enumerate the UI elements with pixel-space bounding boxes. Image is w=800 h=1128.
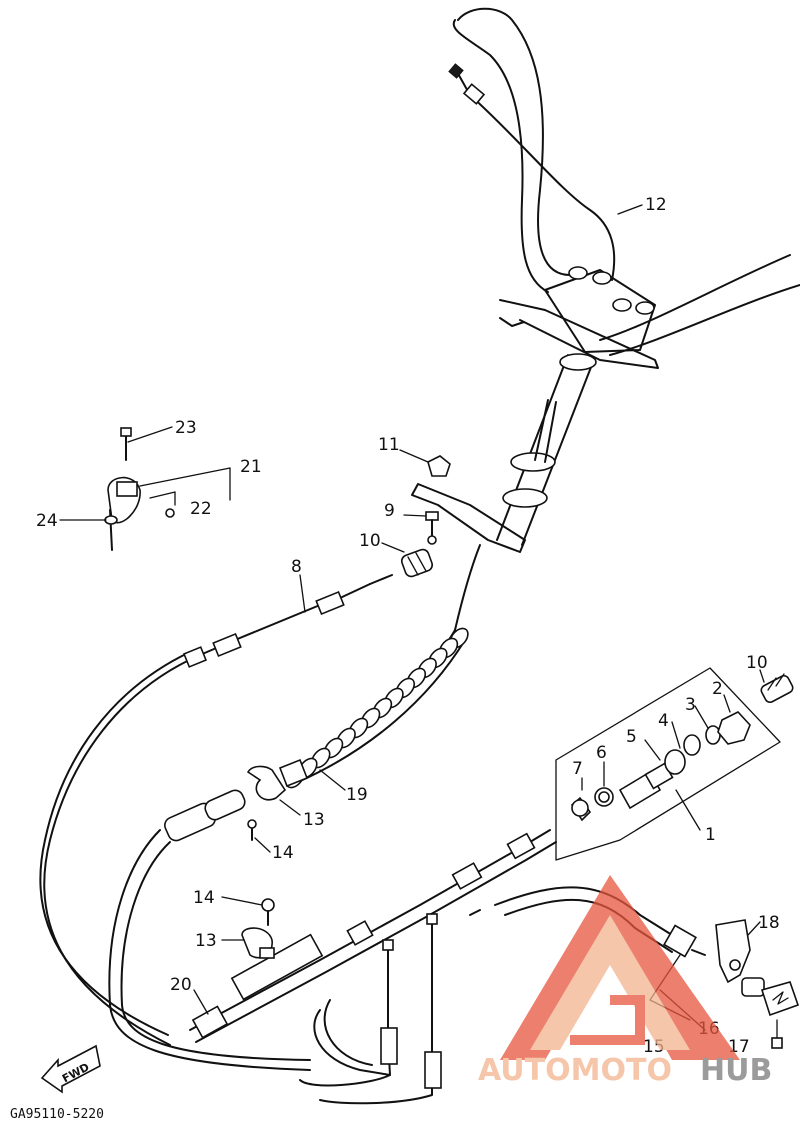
clamp-13-lower [221, 896, 275, 959]
callout-13: 13 [303, 810, 325, 830]
watermark-text-1: AUTOMOTO [478, 1053, 672, 1088]
callout-18: 18 [758, 913, 780, 933]
steering-column [496, 353, 597, 546]
callout-6: 6 [596, 743, 607, 763]
cable-clamp-assembly [59, 426, 231, 551]
callout-10-right: 10 [746, 653, 768, 673]
callout-21: 21 [240, 457, 262, 477]
callout-20: 20 [170, 975, 192, 995]
cable-8 [39, 574, 393, 1046]
callout-24: 24 [36, 511, 58, 531]
callout-2: 2 [712, 679, 723, 699]
bracket-assembly [399, 449, 526, 553]
adjuster-10 [381, 542, 434, 578]
callout-4: 4 [658, 711, 669, 731]
callout-5: 5 [626, 727, 637, 747]
callout-23: 23 [175, 418, 197, 438]
callout-8: 8 [291, 557, 302, 577]
callout-11: 11 [378, 435, 400, 455]
cable-20 [189, 829, 557, 1043]
callout-10: 10 [359, 531, 381, 551]
callout-12: 12 [645, 195, 667, 215]
callout-3: 3 [685, 695, 696, 715]
bolt-9 [403, 511, 439, 545]
callout-14-lower: 14 [193, 888, 215, 908]
watermark-text-2: HUB [700, 1053, 772, 1088]
callout-14: 14 [272, 843, 294, 863]
callout-13-lower: 13 [195, 931, 217, 951]
callout-9: 9 [384, 501, 395, 521]
callout-7: 7 [572, 759, 583, 779]
callout-19: 19 [346, 785, 368, 805]
clamp-13-upper [246, 765, 301, 853]
throttle-cable [448, 63, 643, 281]
watermark-logo: AUTOMOTO HUB [478, 875, 772, 1088]
parts-15-18 [649, 919, 800, 1049]
parts-group-1 [555, 667, 781, 861]
lower-cables [299, 913, 442, 1105]
cable-end-left [108, 789, 311, 1071]
protector-19 [278, 544, 481, 791]
handlebar [452, 7, 800, 369]
callout-22: 22 [190, 499, 212, 519]
drawing-code: GA95110-5220 [10, 1107, 104, 1122]
adjuster-10-right [759, 669, 794, 704]
fwd-arrow: FWD [40, 1044, 101, 1094]
callout-1: 1 [705, 825, 716, 845]
